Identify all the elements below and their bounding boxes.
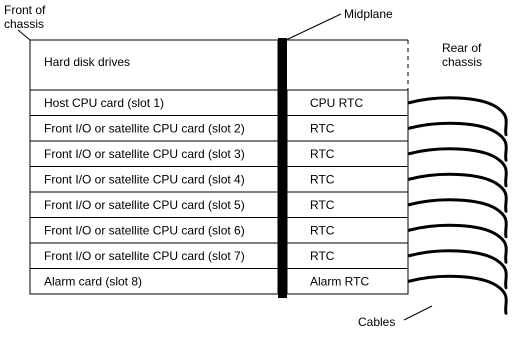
rear-card-box: [286, 217, 409, 244]
front-card-label: Front I/O or satellite CPU card (slot 4): [44, 173, 245, 187]
cables-label: Cables: [358, 315, 395, 329]
rear-card-label: RTC: [310, 224, 335, 238]
cable: [407, 172, 508, 213]
rear-card-box: [286, 242, 409, 269]
rear-of-chassis-label-line1: Rear of: [442, 41, 482, 55]
cable: [407, 198, 508, 239]
rear-card-label: RTC: [310, 249, 335, 263]
cable: [407, 96, 508, 137]
midplane-leader: [285, 13, 342, 41]
slot-row: Front I/O or satellite CPU card (slot 4)…: [29, 166, 508, 213]
front-card-label: Host CPU card (slot 1): [44, 96, 164, 110]
front-card-label: Front I/O or satellite CPU card (slot 6): [44, 224, 245, 238]
rear-of-chassis-label-line2: chassis: [442, 55, 482, 69]
rear-card-box: [286, 166, 409, 193]
front-card-label: Alarm card (slot 8): [44, 275, 142, 289]
slot-row: Front I/O or satellite CPU card (slot 2)…: [29, 115, 508, 162]
rear-card-label: RTC: [310, 122, 335, 136]
rear-card-label: CPU RTC: [310, 96, 363, 110]
cable: [407, 121, 508, 162]
cables-leader: [403, 305, 433, 321]
cable: [407, 274, 508, 315]
rear-card-label: RTC: [310, 147, 335, 161]
cable: [407, 147, 508, 188]
slot-row: Front I/O or satellite CPU card (slot 3)…: [29, 140, 508, 188]
rear-card-label: RTC: [310, 173, 335, 187]
midplane-bar: [278, 38, 287, 298]
front-card-box: [29, 268, 279, 295]
rear-card-box: [286, 191, 409, 218]
rear-card-label: Alarm RTC: [310, 275, 369, 289]
front-card-label: Front I/O or satellite CPU card (slot 7): [44, 249, 245, 263]
cable: [407, 223, 508, 264]
slot-row: Alarm card (slot 8) Alarm RTC: [29, 268, 508, 315]
front-label-leader: [17, 29, 31, 41]
rear-card-label: RTC: [310, 198, 335, 212]
midplane-label: Midplane: [344, 7, 393, 21]
front-card-label: Front I/O or satellite CPU card (slot 3): [44, 147, 245, 161]
slot-rows: Host CPU card (slot 1) CPU RTC Front I/O o…: [29, 89, 508, 315]
front-of-chassis-label-line2: chassis: [4, 17, 44, 31]
rear-card-box: [286, 140, 409, 167]
rear-card-box: [286, 115, 409, 142]
slot-row: Front I/O or satellite CPU card (slot 6)…: [29, 217, 508, 264]
hard-disk-drives-label: Hard disk drives: [44, 55, 130, 69]
cable: [407, 249, 508, 290]
front-card-label: Front I/O or satellite CPU card (slot 5): [44, 198, 245, 212]
front-card-label: Front I/O or satellite CPU card (slot 2): [44, 122, 245, 136]
front-of-chassis-label-line1: Front of: [4, 3, 46, 17]
